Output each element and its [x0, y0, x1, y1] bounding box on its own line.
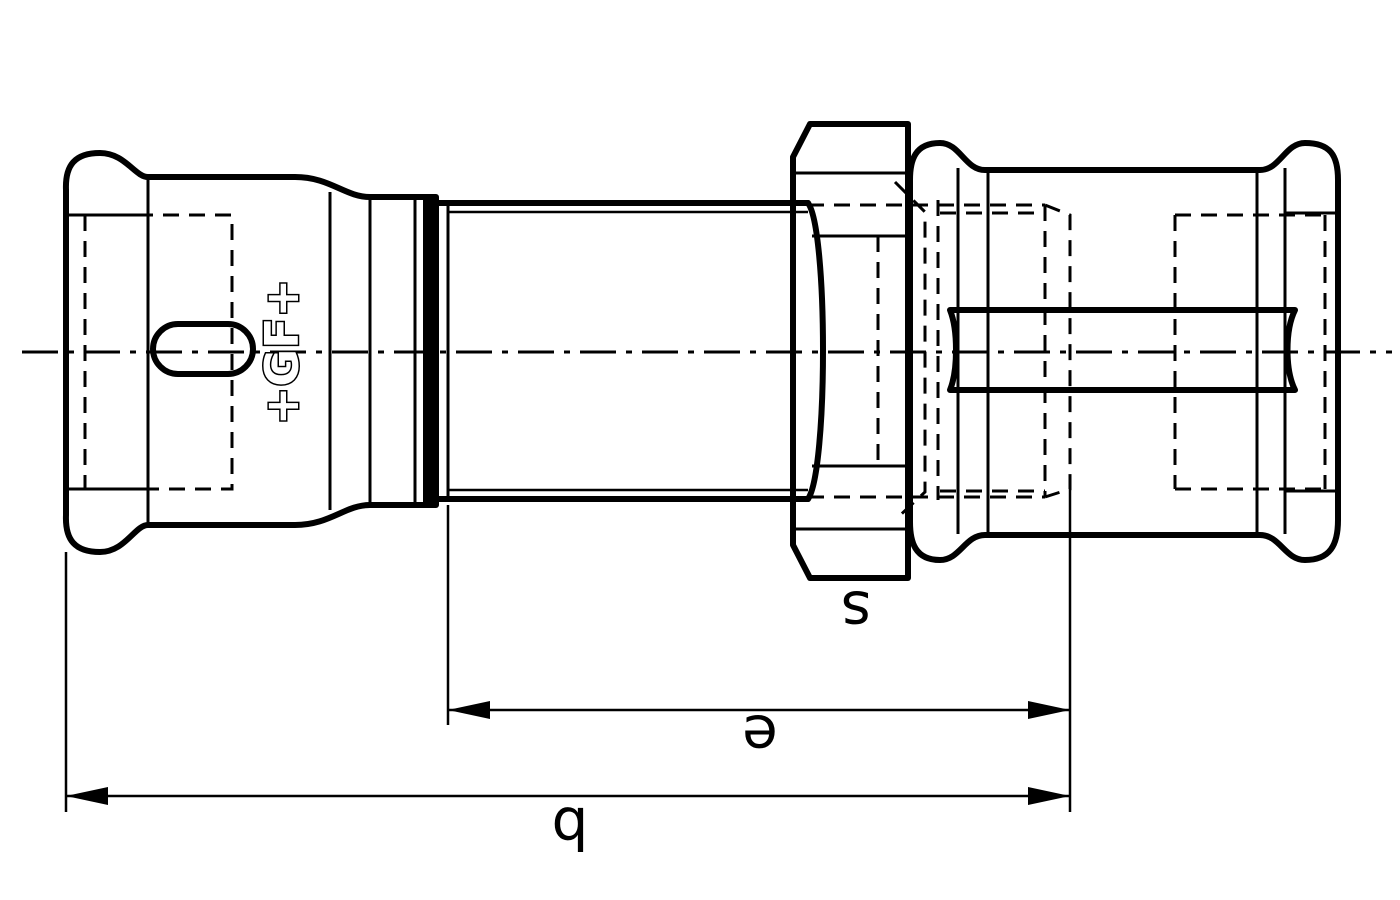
dimension-b	[64, 552, 1070, 812]
gf-logo: +GF+	[255, 279, 309, 425]
dimension-label-e: e	[742, 702, 778, 770]
dimension-label-s: s	[841, 578, 871, 646]
dimension-label-b: b	[552, 794, 589, 862]
right-press-socket	[907, 140, 1341, 563]
left-press-socket	[62, 150, 439, 555]
dimension-e	[446, 489, 1072, 812]
threaded-nipple	[433, 200, 1072, 502]
